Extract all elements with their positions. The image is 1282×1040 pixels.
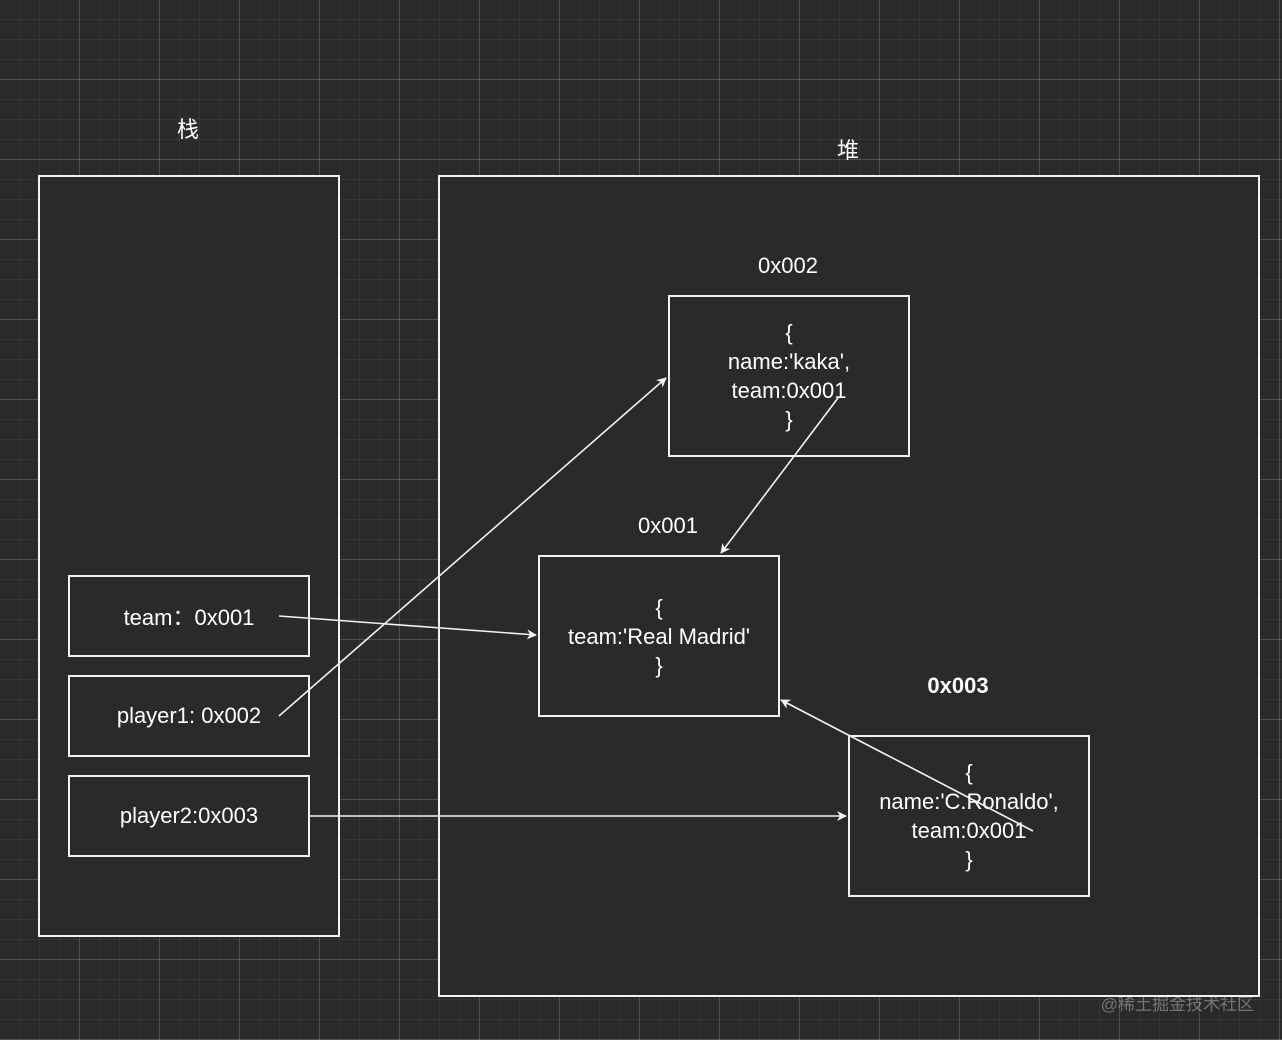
stack-var-team-text: team：0x001: [123, 605, 255, 630]
stack-var-player1-text: player1: 0x002: [116, 703, 262, 728]
stack-var-player1: player1: 0x002: [68, 675, 310, 757]
object-line: }: [655, 652, 663, 678]
object-line: team:'Real Madrid': [567, 623, 751, 649]
stack-var-player2: player2:0x003: [68, 775, 310, 857]
heap-title: 堆: [836, 138, 859, 163]
object-line: name:'C.Ronaldo',: [879, 789, 1059, 814]
heap-object-0x002: { name:'kaka', team:0x001 }: [668, 295, 910, 457]
stack-title: 栈: [176, 117, 199, 142]
heap-object-0x003: { name:'C.Ronaldo', team:0x001 }: [848, 735, 1090, 897]
object-line: {: [965, 760, 973, 785]
object-line: }: [785, 407, 793, 432]
heap-address-0x003: 0x003: [927, 673, 989, 698]
object-line: team:0x001: [911, 818, 1027, 843]
heap-object-0x001: { team:'Real Madrid' }: [538, 555, 780, 717]
stack-var-player2-text: player2:0x003: [119, 803, 259, 828]
object-line: name:'kaka',: [727, 349, 851, 374]
watermark: @稀土掘金技术社区: [1100, 995, 1254, 1014]
object-line: team:0x001: [731, 378, 847, 403]
heap-address-0x002: 0x002: [758, 253, 818, 278]
object-line: }: [965, 847, 973, 872]
object-line: {: [785, 320, 793, 345]
stack-var-team: team：0x001: [68, 575, 310, 657]
heap-address-0x001: 0x001: [638, 513, 698, 538]
object-line: {: [655, 594, 663, 620]
